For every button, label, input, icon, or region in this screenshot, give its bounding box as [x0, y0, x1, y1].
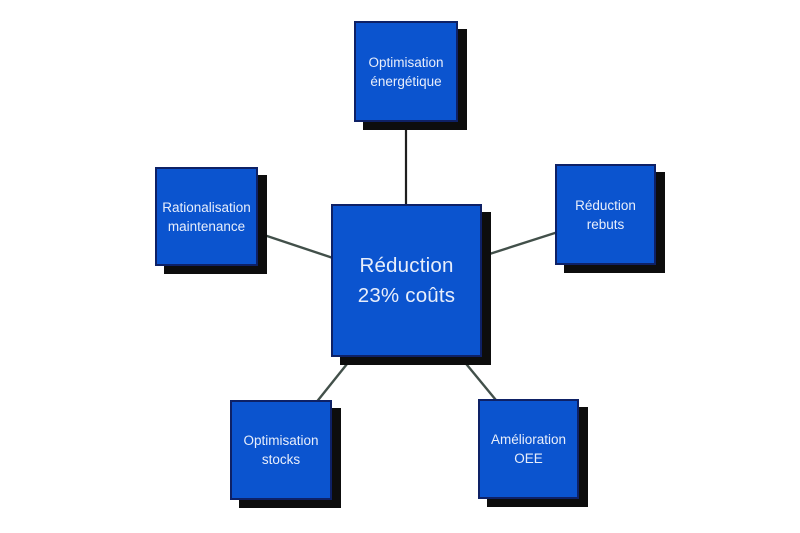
center-node-label-line: Réduction: [359, 253, 454, 277]
node-label-line: maintenance: [167, 218, 246, 234]
node-label-line: stocks: [261, 452, 301, 467]
connector-center-to-left: [254, 230, 337, 261]
center-node-label-line: 23% coûts: [357, 283, 456, 307]
node-label-line: rebuts: [586, 216, 625, 232]
node-amelioration-oee: Amélioration OEE: [478, 399, 579, 499]
node-label-line: énergétique: [370, 73, 442, 89]
node-optimisation-energetique: Optimisation énergétique: [354, 21, 458, 122]
node-label-line: Amélioration: [490, 432, 567, 447]
node-label-line: Optimisation: [368, 54, 444, 70]
connector-center-to-bottom-left: [314, 353, 356, 405]
node-label-line: Rationalisation: [162, 199, 251, 215]
node-optimisation-stocks: Optimisation stocks: [230, 400, 332, 500]
node-reduction-rebuts: Réduction rebuts: [555, 164, 656, 265]
node-rationalisation-maintenance: Rationalisation maintenance: [155, 167, 258, 266]
node-center-reduction-couts: Réduction 23% coûts: [331, 204, 482, 357]
connector-center-to-bottom-right: [457, 353, 501, 406]
node-label-line: Réduction: [575, 197, 636, 213]
node-label-line: OEE: [514, 451, 543, 466]
node-label-line: Optimisation: [243, 433, 319, 448]
connector-center-to-right: [476, 230, 559, 260]
